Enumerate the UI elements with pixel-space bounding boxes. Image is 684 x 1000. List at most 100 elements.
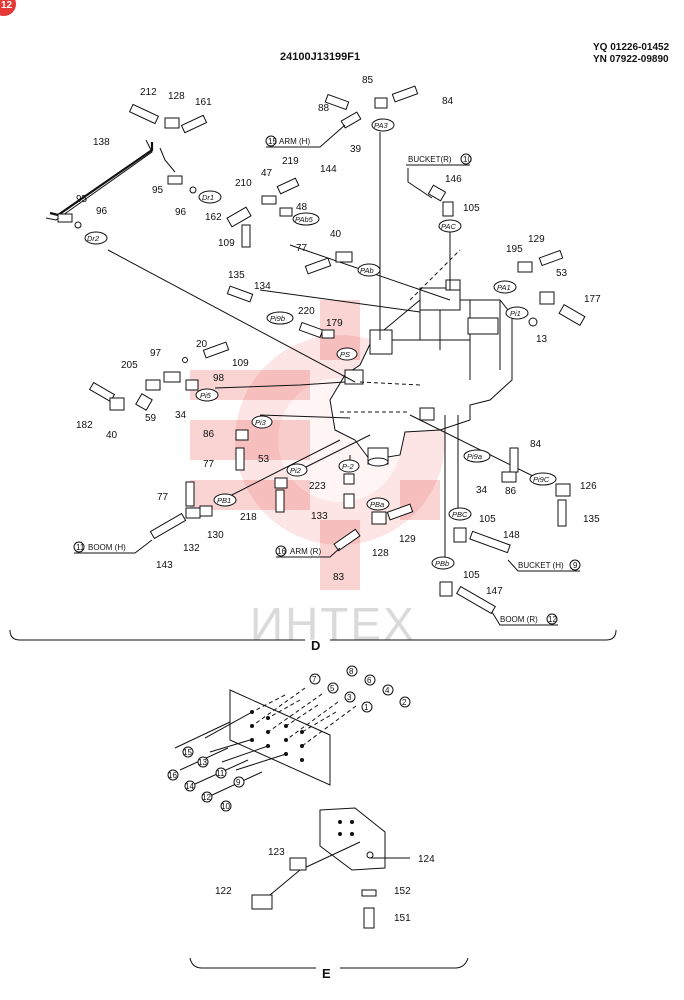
part-number: 124 xyxy=(418,854,435,865)
svg-text:12: 12 xyxy=(548,615,557,624)
part-number: 95 xyxy=(76,194,88,205)
section-e-bracket: E xyxy=(189,957,469,981)
part-number: 86 xyxy=(505,486,517,497)
svg-text:15: 15 xyxy=(183,748,192,757)
part-number: 128 xyxy=(168,91,185,102)
part-number: 96 xyxy=(175,207,187,218)
part-number: 39 xyxy=(350,144,362,155)
section-e-label: E xyxy=(322,966,331,981)
callout-arm-r: ARM (R) xyxy=(290,547,321,556)
section-d-bracket: D xyxy=(9,629,617,653)
port-label: P-2 xyxy=(342,462,355,471)
svg-text:7: 7 xyxy=(312,675,317,684)
part-number: 133 xyxy=(311,511,328,522)
part-number: 205 xyxy=(121,360,138,371)
plate-assembly xyxy=(174,687,357,797)
part-number: 195 xyxy=(506,244,523,255)
part-number: 151 xyxy=(394,913,411,924)
svg-text:2: 2 xyxy=(402,698,407,707)
part-number: 219 xyxy=(282,156,299,167)
part-number: 83 xyxy=(333,572,345,583)
part-number: 135 xyxy=(583,514,600,525)
drawing-number: 24100J13199F1 xyxy=(280,51,360,63)
page-badge: 12 xyxy=(0,0,16,16)
callout-boom-r: BOOM (R) xyxy=(500,615,538,624)
port-label: PBC xyxy=(452,510,468,519)
svg-text:1: 1 xyxy=(364,703,369,712)
svg-text:10: 10 xyxy=(463,155,472,164)
part-number: 20 xyxy=(196,339,208,350)
part-number: 129 xyxy=(399,534,416,545)
part-number: 128 xyxy=(372,548,389,559)
callout-bucket-h: BUCKET (H) xyxy=(518,561,564,570)
part-number: 152 xyxy=(394,886,411,897)
part-number: 212 xyxy=(140,87,157,98)
watermark-text: ИНТЕХ xyxy=(250,598,416,650)
part-number: 84 xyxy=(530,439,542,450)
part-number: 126 xyxy=(580,481,597,492)
part-number: 53 xyxy=(556,268,568,279)
part-number: 220 xyxy=(298,306,315,317)
part-number: 95 xyxy=(152,185,164,196)
port-label: PBa xyxy=(370,500,384,509)
part-number: 182 xyxy=(76,420,93,431)
part-number: 13 xyxy=(536,334,548,345)
svg-text:11: 11 xyxy=(76,543,85,552)
part-number: 135 xyxy=(228,270,245,281)
part-number: 147 xyxy=(486,586,503,597)
part-number: 122 xyxy=(215,886,232,897)
part-number: 223 xyxy=(309,481,326,492)
port-label: PA1 xyxy=(497,283,511,292)
part-number: 105 xyxy=(463,570,480,581)
control-valve-body xyxy=(329,279,513,467)
port-label: Pi5 xyxy=(200,391,212,400)
part-number: 86 xyxy=(203,429,215,440)
port-label: Pi1 xyxy=(510,309,521,318)
port-label: Dr1 xyxy=(202,193,214,202)
part-number: 105 xyxy=(479,514,496,525)
svg-text:5: 5 xyxy=(330,684,335,693)
part-number: 96 xyxy=(96,206,108,217)
part-number: 77 xyxy=(203,459,215,470)
part-number: 134 xyxy=(254,281,271,292)
part-number: 138 xyxy=(93,137,110,148)
part-number: 48 xyxy=(296,202,308,213)
svg-text:15: 15 xyxy=(268,137,277,146)
port-label: Pi3 xyxy=(255,418,267,427)
part-number: 144 xyxy=(320,164,337,175)
part-number: 105 xyxy=(463,203,480,214)
svg-text:10: 10 xyxy=(221,802,230,811)
svg-text:16: 16 xyxy=(168,771,177,780)
callout-arm-h: ARM (H) xyxy=(279,137,310,146)
serial-range-2: YN 07922-09890 xyxy=(593,54,669,65)
port-label: Pi9a xyxy=(467,452,482,461)
svg-text:11: 11 xyxy=(216,769,225,778)
svg-text:12: 12 xyxy=(202,793,211,802)
port-markers: PA3 Dr1 Dr2 PAb5 PAb PAC PA1 Pi1 Pi9b PS… xyxy=(84,118,557,570)
part-number: 148 xyxy=(503,530,520,541)
serial-range-1: YQ 01226-01452 xyxy=(593,42,670,53)
svg-text:9: 9 xyxy=(573,561,578,570)
part-number: 53 xyxy=(258,454,270,465)
part-number: 143 xyxy=(156,560,173,571)
part-number: 77 xyxy=(157,492,169,503)
part-number: 97 xyxy=(150,348,162,359)
port-label: PA3 xyxy=(374,121,388,130)
port-label: Dr2 xyxy=(87,234,100,243)
part-number: 162 xyxy=(205,212,222,223)
port-label: PAb5 xyxy=(295,215,314,224)
port-label: PAC xyxy=(441,222,456,231)
circled-item-numbers: 7 8 5 6 3 4 1 2 15 13 11 9 16 14 12 10 xyxy=(167,665,411,812)
part-number: 109 xyxy=(218,238,235,249)
part-number: 177 xyxy=(584,294,601,305)
part-number: 218 xyxy=(240,512,257,523)
part-number: 210 xyxy=(235,178,252,189)
part-number: 161 xyxy=(195,97,212,108)
svg-text:3: 3 xyxy=(347,693,352,702)
part-number: 146 xyxy=(445,174,462,185)
port-label: PBb xyxy=(435,559,449,568)
part-number: 179 xyxy=(326,318,343,329)
svg-text:6: 6 xyxy=(367,676,372,685)
part-number: 47 xyxy=(261,168,273,179)
part-number: 130 xyxy=(207,530,224,541)
